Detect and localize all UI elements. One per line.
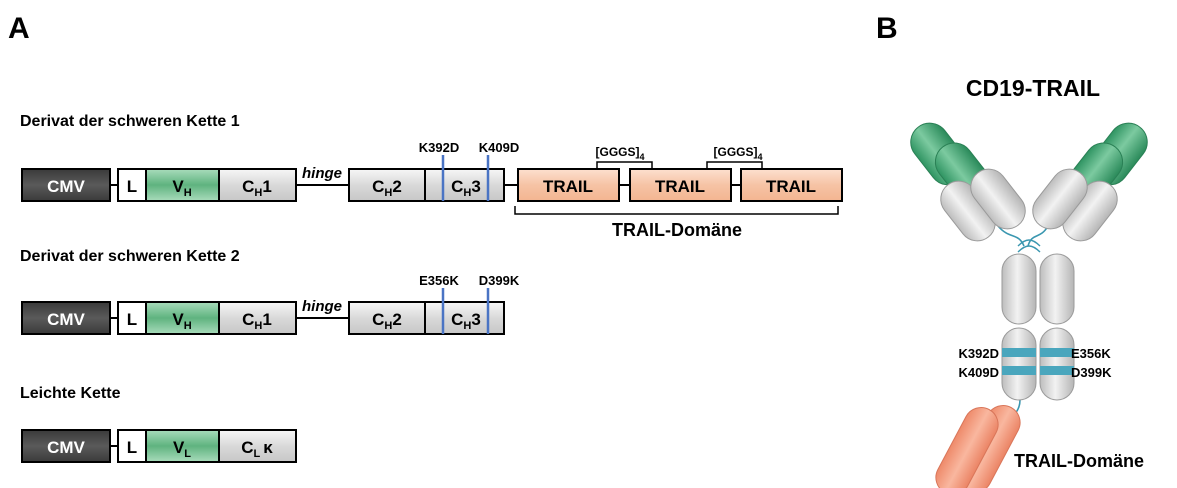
variable-heavy-box (145, 168, 220, 202)
leader-box (117, 301, 147, 335)
constant-ch1-box (218, 168, 297, 202)
molecule-mutation-left: K409D (959, 365, 999, 380)
variable-heavy-label: VH (172, 310, 191, 332)
cmv-promoter-box (21, 429, 111, 463)
leader-label: L (127, 310, 137, 329)
cmv-promoter-box (21, 168, 111, 202)
mutation-band (1040, 348, 1074, 357)
mutation-label: E356K (419, 273, 459, 288)
mutation-band (1002, 366, 1036, 375)
molecule-mutation-right: D399K (1071, 365, 1112, 380)
ch2-domain-shape (1001, 253, 1037, 325)
trail-domain-bracket (514, 206, 839, 215)
cd19-trail-molecule: CD19-TRAIL K392D K409D E356K D399K (910, 75, 1148, 488)
constant-ch1-label: CH1 (242, 177, 272, 199)
trail-box (629, 168, 732, 202)
trail-box (740, 168, 843, 202)
mutation-band (1002, 348, 1036, 357)
construct-heavy-chain-1: Derivat der schweren Kette 1 CMV L VH CH… (20, 113, 843, 240)
linker-bracket (596, 161, 653, 169)
construct-title: Leichte Kette (20, 385, 121, 402)
panel-label-a: A (8, 12, 30, 45)
trail-label: TRAIL (543, 177, 593, 196)
linker-label: [GGGS]4 (713, 145, 762, 162)
construct-title: Derivat der schweren Kette 2 (20, 248, 240, 265)
constant-ch3-label: CH3 (451, 177, 481, 199)
constant-ch1-label: CH1 (242, 310, 272, 332)
constant-light-box (218, 429, 297, 463)
variable-heavy-box (145, 301, 220, 335)
hinge-label: hinge (302, 165, 342, 182)
constant-ch1-box (218, 301, 297, 335)
leader-label: L (127, 177, 137, 196)
constant-domain-shape (970, 168, 1026, 230)
construct-heavy-chain-2: Derivat der schweren Kette 2 CMV L VH CH… (20, 248, 520, 335)
variable-light-label: VL (173, 438, 191, 460)
trail-domain-label: TRAIL-Domäne (612, 220, 742, 240)
mutation-label: K409D (479, 140, 519, 155)
cmv-label: CMV (47, 438, 85, 457)
constant-domain-shape (1032, 168, 1088, 230)
linker-bracket (706, 161, 763, 169)
molecule-title: CD19-TRAIL (966, 75, 1100, 101)
cmv-label: CMV (47, 177, 85, 196)
trail-box (517, 168, 620, 202)
constant-ch2-label: CH2 (372, 177, 402, 199)
ch2-domain-shape (1039, 253, 1075, 325)
construct-title: Derivat der schweren Kette 1 (20, 113, 240, 130)
cmv-promoter-box (21, 301, 111, 335)
trail-domain-shape (935, 407, 999, 488)
constant-ch2-ch3-box (348, 168, 505, 202)
leader-label: L (127, 438, 137, 457)
panel-label-b: B (876, 12, 898, 45)
trail-label: TRAIL (766, 177, 816, 196)
hinge-label: hinge (302, 298, 342, 315)
mutation-label: K392D (419, 140, 459, 155)
mutation-label: D399K (479, 273, 520, 288)
constant-ch2-ch3-box (348, 301, 505, 335)
cmv-label: CMV (47, 310, 85, 329)
molecule-mutation-left: K392D (959, 346, 999, 361)
ch3-domain-shape (1039, 327, 1075, 401)
trail-label: TRAIL (655, 177, 705, 196)
mutation-band (1040, 366, 1074, 375)
molecule-mutation-right: E356K (1071, 346, 1111, 361)
variable-heavy-label: VH (172, 177, 191, 199)
constant-ch3-label: CH3 (451, 310, 481, 332)
ch3-domain-shape (1001, 327, 1037, 401)
constant-ch2-label: CH2 (372, 310, 402, 332)
linker-label: [GGGS]4 (595, 145, 644, 162)
molecule-trail-domain-label: TRAIL-Domäne (1014, 451, 1144, 471)
